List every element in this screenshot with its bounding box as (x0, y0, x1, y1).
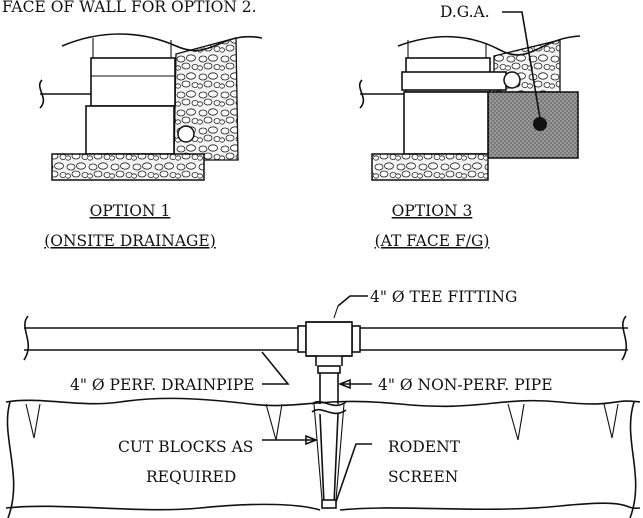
option1-break-symbol (38, 79, 45, 109)
pipe-break-left (23, 315, 30, 361)
rodent-screen-label-1: RODENT (388, 438, 461, 456)
tee-fitting-leader (337, 295, 368, 307)
option3-footing (371, 153, 489, 181)
option1-footing (51, 153, 205, 181)
nonperf-pipe-label: 4" Ø NON-PERF. PIPE (378, 376, 553, 394)
option3-break-symbol (358, 79, 365, 109)
option1-ground-line (61, 33, 263, 52)
option3-drain-pipe (503, 71, 521, 89)
header-text: FACE OF WALL FOR OPTION 2. (2, 0, 257, 16)
option3-pipe-sleeve (401, 71, 507, 91)
tee-fitting (306, 321, 352, 366)
perf-drainpipe-label: 4" Ø PERF. DRAINPIPE (70, 376, 254, 394)
option1-wall-block-lower (85, 105, 175, 155)
rodent-screen (321, 499, 337, 509)
block-break-right (629, 401, 637, 518)
option3-ground-line (397, 35, 581, 56)
perf-drainpipe-leader (261, 351, 290, 385)
vertical-pipe-break-2 (311, 408, 347, 415)
block-break-left (6, 401, 15, 518)
rodent-screen-label-2: SCREEN (388, 468, 458, 486)
option1-title: OPTION 1 (90, 202, 171, 220)
cut-blocks-label-2: REQUIRED (146, 468, 236, 486)
tee-coupling (317, 365, 341, 374)
option1-wall-block-upper (90, 57, 176, 107)
option3-dga-fill (487, 91, 579, 159)
option3-wall-block-lower (403, 91, 489, 155)
option1-detail (38, 33, 263, 181)
tee-fitting-label: 4" Ø TEE FITTING (370, 288, 517, 306)
dga-label: D.G.A. (440, 3, 490, 21)
option3-title: OPTION 3 (392, 202, 473, 220)
option3-dga-marker (533, 117, 547, 131)
vertical-pipe-left (319, 413, 325, 505)
option3-subtitle: (AT FACE F/G) (375, 232, 490, 250)
vertical-pipe-right (333, 413, 339, 505)
pipe-break-right (621, 315, 628, 361)
option3-detail (358, 11, 581, 181)
rodent-screen-leader (335, 443, 372, 503)
dga-leader (502, 11, 541, 119)
cut-blocks-label-1: CUT BLOCKS AS (118, 438, 253, 456)
option1-drain-pipe (177, 125, 195, 143)
block-course-top (5, 397, 641, 408)
pipe-detail (5, 295, 641, 518)
option1-subtitle: (ONSITE DRAINAGE) (44, 232, 216, 250)
